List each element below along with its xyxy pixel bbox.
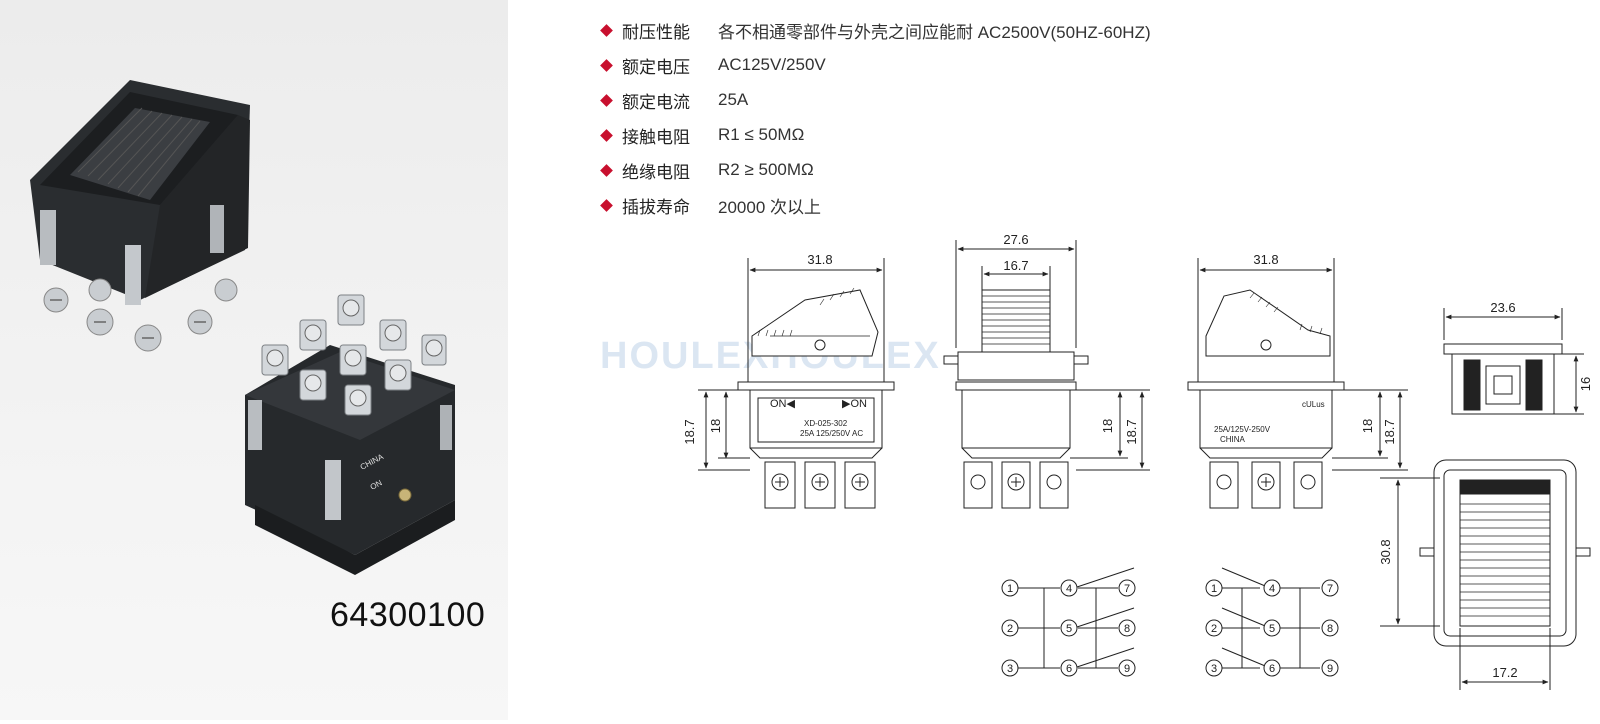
bottom-width-dim: 17.2 xyxy=(1492,665,1517,680)
pin-label: 2 xyxy=(1007,623,1013,635)
side-view: 27.6 16.7 18 18.7 xyxy=(943,232,1150,509)
spec-item: 绝缘电阻 R2 ≥ 500MΩ xyxy=(600,156,814,184)
front-part-number: XD-025-302 xyxy=(804,419,848,428)
pin-label: 3 xyxy=(1211,663,1217,675)
pin-label: 4 xyxy=(1269,583,1275,595)
pin-label: 9 xyxy=(1124,663,1130,675)
spec-value: R2 ≥ 500MΩ xyxy=(718,160,814,179)
pin-label: 5 xyxy=(1066,623,1072,635)
back-height-outer-dim: 18.7 xyxy=(1382,419,1397,444)
spec-label: 接触电阻 xyxy=(622,127,690,148)
front-height-inner-dim: 18 xyxy=(708,419,723,433)
wiring-diagram-a xyxy=(1001,567,1136,677)
spec-item: 接触电阻 R1 ≤ 50MΩ xyxy=(600,121,805,149)
pin-label: 8 xyxy=(1327,623,1333,635)
spec-label: 耐压性能 xyxy=(622,22,690,43)
side-height-inner-dim: 18 xyxy=(1100,419,1115,433)
cutout-view: 23.6 16 xyxy=(1443,300,1593,415)
front-view: 31.8 18.7 xyxy=(682,252,895,509)
front-width-dim: 31.8 xyxy=(807,252,832,267)
pin-label: 7 xyxy=(1327,583,1333,595)
back-origin: CHINA xyxy=(1220,435,1246,444)
spec-value: AC125V/250V xyxy=(718,55,826,74)
spec-item: 耐压性能 各不相通零部件与外壳之间应能耐 AC2500V(50HZ-60HZ) xyxy=(600,16,1151,44)
spec-label: 绝缘电阻 xyxy=(622,162,690,183)
wiring-a-pin-labels: 1 2 3 4 5 6 7 8 9 xyxy=(1007,583,1130,675)
front-height-outer-dim: 18.7 xyxy=(682,419,697,444)
front-on-right-label: ▶ON xyxy=(842,398,867,410)
switch-photo-top xyxy=(30,80,250,352)
pin-label: 8 xyxy=(1124,623,1130,635)
back-view: 31.8 18 18.7 xyxy=(1187,252,1408,509)
spec-value: 各不相通零部件与外壳之间应能耐 AC2500V(50HZ-60HZ) xyxy=(718,22,1151,42)
spec-item: 插拔寿命 20000 次以上 xyxy=(600,191,821,219)
pin-label: 1 xyxy=(1211,583,1217,595)
spec-label: 额定电压 xyxy=(622,57,690,78)
pin-label: 2 xyxy=(1211,623,1217,635)
cutout-height-dim: 16 xyxy=(1578,377,1593,391)
spec-item: 额定电压 AC125V/250V xyxy=(600,51,826,79)
front-rating: 25A 125/250V AC xyxy=(800,429,863,438)
bottom-height-dim: 30.8 xyxy=(1378,539,1393,564)
spec-label: 额定电流 xyxy=(622,92,690,113)
pin-label: 9 xyxy=(1327,663,1333,675)
spec-item: 额定电流 25A xyxy=(600,86,749,114)
side-width-dim: 27.6 xyxy=(1003,232,1028,247)
back-cert-mark: cULus xyxy=(1302,400,1325,409)
product-photo: CHINA ON 64300100 xyxy=(0,0,508,720)
spec-value: 20000 次以上 xyxy=(718,197,821,217)
back-height-inner-dim: 18 xyxy=(1360,419,1375,433)
switch-photo-illustration: CHINA ON xyxy=(30,80,455,575)
cutout-width-dim: 23.6 xyxy=(1490,300,1515,315)
wiring-b-pin-labels: 1 2 3 4 5 6 7 8 9 xyxy=(1211,583,1333,675)
back-rating: 25A/125V-250V xyxy=(1214,425,1271,434)
spec-value: 25A xyxy=(718,90,749,109)
switch-photo-bottom: CHINA ON xyxy=(245,294,455,575)
pin-label: 6 xyxy=(1066,663,1072,675)
pin-label: 5 xyxy=(1269,623,1275,635)
spec-label: 插拔寿命 xyxy=(622,197,690,218)
side-inner-dim: 16.7 xyxy=(1003,258,1028,273)
front-on-left-label: ON◀ xyxy=(770,398,796,410)
pin-label: 6 xyxy=(1269,663,1275,675)
side-height-outer-dim: 18.7 xyxy=(1124,419,1139,444)
back-width-dim: 31.8 xyxy=(1253,252,1278,267)
wiring-diagram-b xyxy=(1205,567,1339,677)
pin-label: 7 xyxy=(1124,583,1130,595)
model-number: 64300100 xyxy=(330,596,486,634)
pin-label: 3 xyxy=(1007,663,1013,675)
pin-label: 4 xyxy=(1066,583,1072,595)
spec-value: R1 ≤ 50MΩ xyxy=(718,125,805,144)
bottom-view: 30.8 17.2 xyxy=(1378,459,1591,690)
pin-label: 1 xyxy=(1007,583,1013,595)
